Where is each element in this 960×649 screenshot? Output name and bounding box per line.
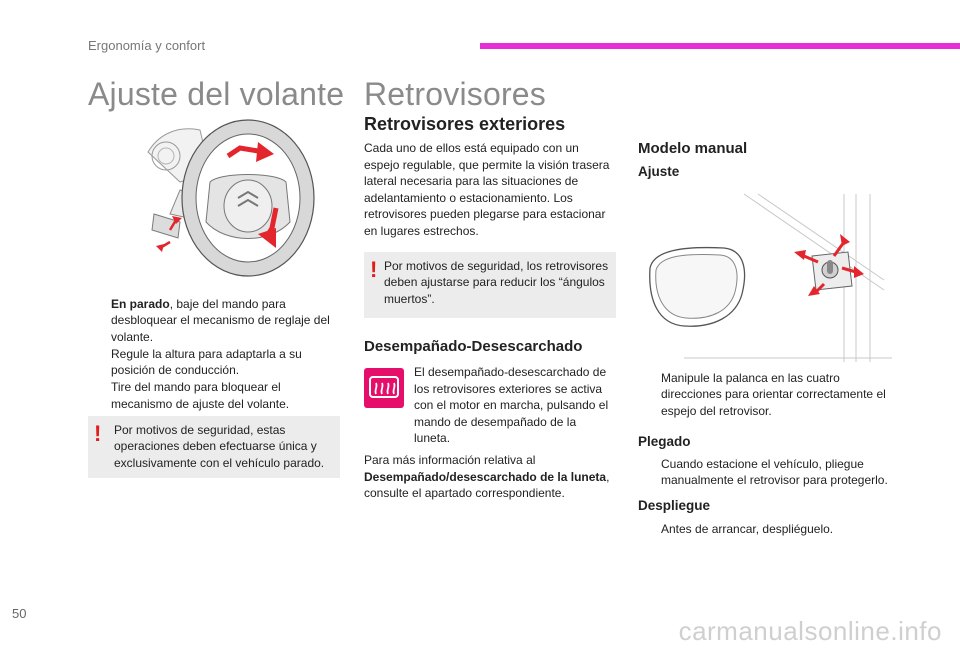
exterior-mirrors-text: Cada uno de ellos está equipado con un e… xyxy=(364,141,610,238)
steering-wheel-illustration xyxy=(140,112,322,278)
list-item: Tire del mando para bloquear el mecanism… xyxy=(111,380,290,411)
list-item: Manipule la palanca en las cuatro direcc… xyxy=(661,371,886,418)
steering-warning-box: ! Por motivos de seguridad, estas operac… xyxy=(88,416,340,478)
warning-icon: ! xyxy=(370,257,378,282)
unfold-heading: Despliegue xyxy=(638,498,711,513)
fold-heading: Plegado xyxy=(638,434,691,449)
exterior-mirrors-heading: Retrovisores exteriores xyxy=(364,114,566,134)
defrost-more-info: Para más información relativa al Desempa… xyxy=(364,453,610,500)
warning-text: Por motivos de seguridad, los retrovisor… xyxy=(384,259,609,306)
adjust-instructions: Manipule la palanca en las cuatro direcc… xyxy=(638,370,894,420)
steering-instructions: En parado, baje del mando para desbloque… xyxy=(88,296,342,413)
accent-bar xyxy=(480,43,960,49)
list-item: En parado, baje del mando para desbloque… xyxy=(111,297,330,344)
warning-icon: ! xyxy=(94,421,102,446)
mirror-adjust-illustration xyxy=(644,190,892,362)
mirrors-warning-box: ! Por motivos de seguridad, los retrovis… xyxy=(364,252,616,318)
defrost-button-picture xyxy=(364,368,404,408)
list-item: Antes de arrancar, despliéguelo. xyxy=(661,522,834,536)
adjust-heading: Ajuste xyxy=(638,164,680,179)
unfold-instructions: Antes de arrancar, despliéguelo. xyxy=(638,521,894,538)
mirror-adjust-icon xyxy=(649,193,892,362)
manual-model-heading: Modelo manual xyxy=(638,140,748,157)
section-label: Ergonomía y confort xyxy=(88,38,206,53)
list-item: Cuando estacione el vehículo, pliegue ma… xyxy=(661,457,888,488)
steering-wheel-icon xyxy=(147,119,315,277)
page-number: 50 xyxy=(12,606,27,621)
defrost-text: El desempañado-desescarchado de los retr… xyxy=(414,365,609,445)
fold-instructions: Cuando estacione el vehículo, pliegue ma… xyxy=(638,456,894,490)
rear-defrost-icon xyxy=(369,376,399,398)
mirrors-section-title: Retrovisores xyxy=(364,76,547,112)
list-item: Regule la altura para adaptarla a su pos… xyxy=(111,346,302,378)
warning-text: Por motivos de seguridad, estas operacio… xyxy=(114,423,325,470)
watermark: carmanualsonline.info xyxy=(678,616,942,646)
defrost-heading: Desempañado-Desescarchado xyxy=(364,338,583,355)
steering-section-title: Ajuste del volante xyxy=(88,76,345,112)
